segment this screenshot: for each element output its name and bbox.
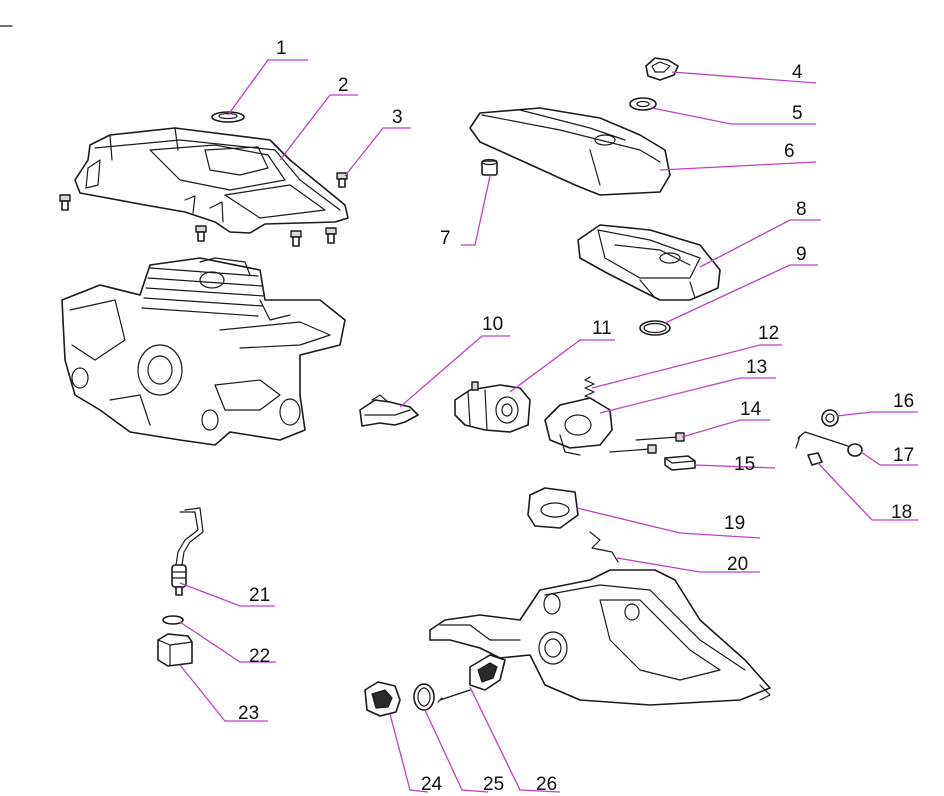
callout-16: 16 [893,391,914,412]
leader-4 [671,71,817,84]
screw [195,225,207,242]
callout-17: 17 [893,445,914,466]
leader-12 [591,344,782,389]
part-23-fuel-filter [157,633,193,667]
leader-23 [179,664,268,722]
part-3-screws [59,172,348,247]
callout-14: 14 [740,399,762,420]
part-7-bushing [481,158,498,176]
callout-2: 2 [338,75,349,96]
callout-23: 23 [238,703,259,724]
leader-20 [616,557,760,573]
callout-25: 25 [483,774,504,795]
callout-6: 6 [784,141,795,162]
callout-10: 10 [482,314,503,335]
callout-7: 7 [440,228,451,249]
leader-24 [389,713,429,793]
bolt [609,444,657,454]
leader-17 [860,451,918,466]
callout-13: 13 [746,357,767,378]
callout-4: 4 [792,62,803,83]
callout-11: 11 [592,318,612,339]
part-10-throttle-bracket [359,394,419,427]
part-22-ring [162,615,184,625]
leader-1 [227,59,308,116]
bolt [635,432,685,442]
rear-handle-housing [429,569,771,706]
leader-7 [461,175,491,246]
part-11-carburetor [454,381,531,433]
callout-5: 5 [792,103,803,124]
part-17-choke-rod [795,431,863,457]
part-18-clip [807,452,823,466]
leader-2 [279,94,358,161]
part-13-intake-flange [544,397,613,456]
leader-18 [817,462,918,521]
leader-6 [659,161,817,171]
part-14-bolts [609,432,685,454]
leader-13 [599,377,776,414]
callout-19: 19 [724,513,745,534]
part-5-washer [629,97,657,111]
leader-8 [699,219,821,268]
part-1-grommet [211,111,245,123]
screw [290,230,302,247]
callout-8: 8 [796,199,807,220]
leader-11 [509,339,615,393]
part-21-fuel-line [171,507,204,596]
leader-9 [664,264,818,324]
leader-3 [344,127,411,177]
callout-15: 15 [734,454,755,475]
callout-20: 20 [727,554,748,575]
part-24-rubber-boot [364,681,401,717]
callout-24: 24 [421,774,443,795]
callout-26: 26 [536,774,557,795]
leader-5 [651,107,816,125]
leader-21 [179,582,275,607]
leader-14 [681,419,770,438]
callout-3: 3 [392,107,403,128]
callout-18: 18 [891,502,912,523]
part-16-knob [821,409,839,427]
leader-10 [399,335,510,408]
screw [325,227,337,244]
callout-21: 21 [249,585,270,606]
part-26-gasket [437,654,506,703]
callout-labels: 1 2 3 4 5 6 7 8 9 10 11 12 13 14 15 16 1… [238,38,914,795]
screw [336,172,348,188]
part-19-plate [527,487,579,529]
leader-19 [576,507,761,539]
leader-22 [179,621,276,663]
part-2-top-cover [74,127,349,234]
leader-25 [424,709,489,793]
callout-1: 1 [276,38,287,59]
screw [59,194,71,211]
leader-15 [694,464,776,469]
leader-26 [469,686,561,793]
part-6-air-filter-cover [469,107,671,196]
part-25-ring [413,683,435,711]
part-9-o-ring [639,320,671,336]
leader-lines [179,59,918,793]
callout-22: 22 [249,646,270,667]
part-4-knob [645,57,679,81]
callout-12: 12 [758,323,779,344]
engine-crankcase-cylinder [61,257,346,446]
leader-16 [836,411,918,417]
callout-9: 9 [796,244,807,265]
part-15-block [664,455,696,471]
part-20-wire-spring [589,531,619,563]
part-8-air-filter [577,224,721,301]
